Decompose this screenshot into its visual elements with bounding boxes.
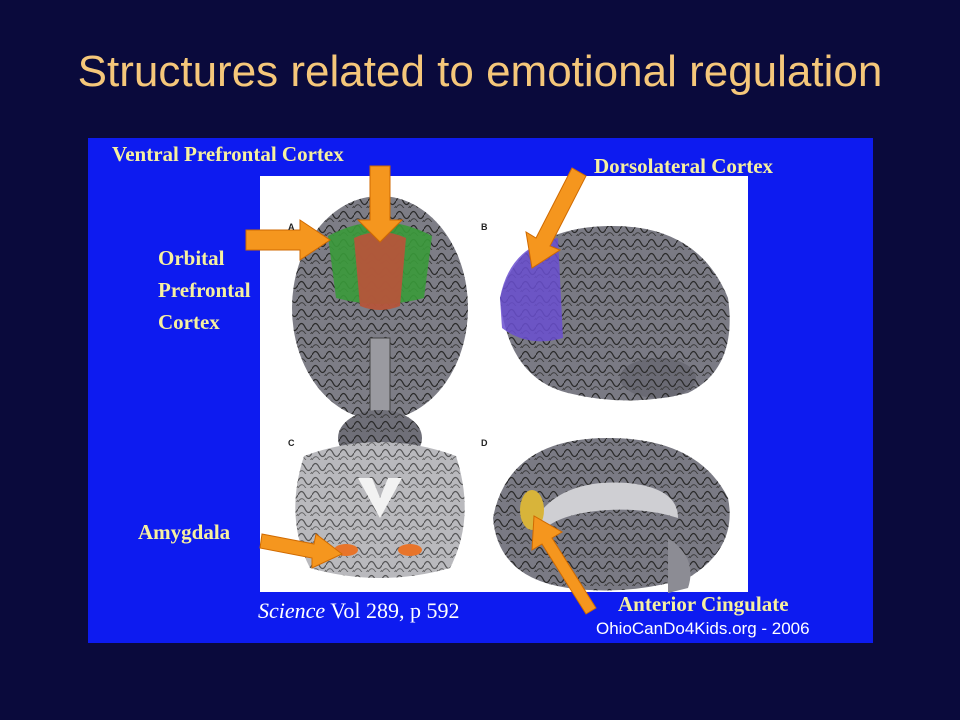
dorsolateral-region-highlight [500,238,563,342]
label-amygdala: Amygdala [138,520,231,544]
brain-coronal-slice [295,442,465,578]
arrow-orbital-prefrontal-icon [245,219,331,261]
label-orbital-line-3: Cortex [158,310,220,334]
brain-figure: A B C D Ventral Prefrontal Cortex Dorsol… [88,138,873,643]
label-anterior-cingulate: Anterior Cingulate [618,592,789,616]
panel-letter-c: C [288,438,295,448]
brain-lateral-view [500,225,730,401]
citation-journal: Science [258,598,326,623]
citation-details: Vol 289, p 592 [325,598,460,623]
figure-citation: Science Vol 289, p 592 [258,598,459,624]
brain-illustration [245,165,730,615]
arrow-amygdala-icon [259,533,343,569]
brain-medial-view [493,438,730,593]
panel-letter-b: B [481,222,488,232]
figure-credit: OhioCanDo4Kids.org - 2006 [596,619,810,638]
slide-title: Structures related to emotional regulati… [77,47,883,96]
label-orbital-line-1: Orbital [158,246,225,270]
panel-letter-a: A [288,222,295,232]
label-ventral-prefrontal-cortex: Ventral Prefrontal Cortex [112,142,344,166]
ventral-region-highlight [354,232,406,310]
label-dorsolateral-cortex: Dorsolateral Cortex [594,154,774,178]
arrow-dorsolateral-icon [525,167,587,269]
amygdala-right-highlight [398,544,422,556]
label-orbital-prefrontal-cortex: Orbital Prefrontal Cortex [158,242,251,338]
arrow-ventral-prefrontal-icon [356,165,404,243]
label-orbital-line-2: Prefrontal [158,278,251,302]
panel-letter-d: D [481,438,488,448]
arrow-anterior-cingulate-icon [531,515,597,615]
